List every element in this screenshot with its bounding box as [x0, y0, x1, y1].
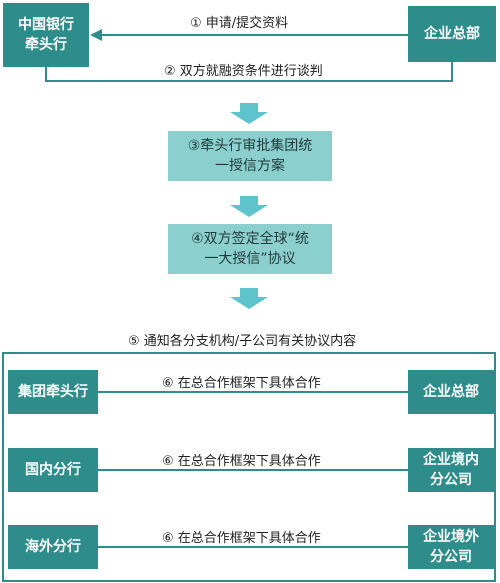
overseas-subsidiary-box: 企业境外 分公司: [408, 525, 494, 569]
row1-connector: [98, 391, 408, 393]
cooperation-frame: [2, 352, 496, 582]
domestic-subsidiary-box: 企业境内 分公司: [408, 448, 494, 492]
down-arrow-3: [230, 288, 268, 309]
row3-label: ⑥ 在总合作框架下具体合作: [162, 531, 321, 546]
step2-right-vertical: [451, 62, 453, 81]
bank-lead-box: 中国银行 牵头行: [3, 3, 89, 67]
down-arrow-1: [230, 103, 268, 124]
overseas-branch-box: 海外分行: [8, 525, 98, 569]
step2-label: ② 双方就融资条件进行谈判: [164, 64, 323, 79]
step1-arrowhead: [90, 29, 102, 41]
step5-label: ⑤ 通知各分支机构/子公司有关协议内容: [128, 334, 357, 349]
step3-approval-box: ③牵头行审批集团统 一授信方案: [168, 131, 332, 181]
step2-horizontal: [45, 80, 453, 82]
step1-arrow-line: [100, 34, 408, 36]
step2-left-vertical: [45, 67, 47, 81]
row3-connector: [98, 546, 408, 548]
row2-connector: [98, 469, 408, 471]
step1-label: ① 申请/提交资料: [190, 16, 289, 31]
row1-enterprise-hq-box: 企业总部: [408, 370, 494, 414]
domestic-branch-box: 国内分行: [8, 448, 98, 492]
enterprise-hq-box: 企业总部: [408, 6, 496, 62]
row2-label: ⑥ 在总合作框架下具体合作: [162, 454, 321, 469]
row1-label: ⑥ 在总合作框架下具体合作: [162, 376, 321, 391]
step4-agreement-box: ④双方签定全球“统 一大授信”协议: [168, 224, 332, 274]
group-lead-bank-box: 集团牵头行: [8, 370, 98, 414]
down-arrow-2: [230, 196, 268, 217]
